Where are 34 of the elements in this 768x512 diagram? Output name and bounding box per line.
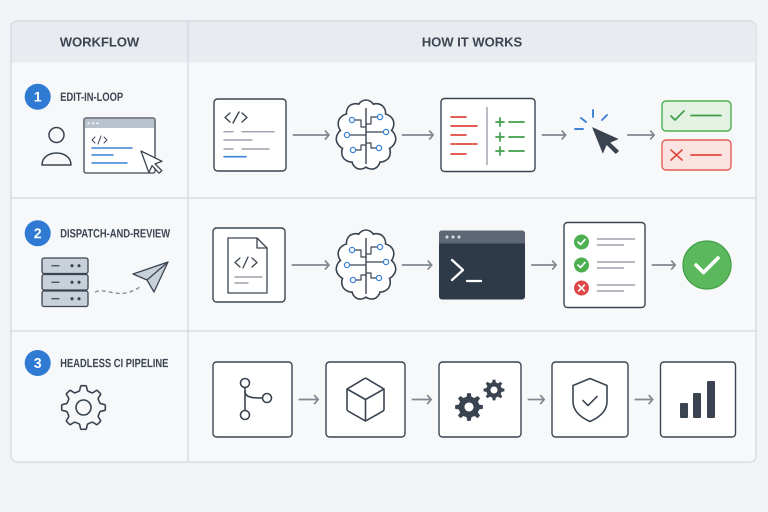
arrow	[292, 130, 330, 140]
arrow	[298, 394, 320, 405]
click-cursor-icon	[574, 109, 619, 154]
brain-icon	[335, 99, 397, 170]
workflow-title: HEADLESS CI PIPELINE	[60, 358, 168, 368]
step-number-badge: 3	[24, 350, 51, 376]
cube-icon	[325, 361, 406, 438]
arrow	[634, 394, 654, 405]
diff-panel-icon	[440, 98, 536, 172]
arrow	[627, 130, 656, 140]
arrow	[531, 260, 558, 270]
arrow	[402, 130, 434, 140]
shield-check-icon	[551, 361, 629, 438]
code-document-icon	[213, 98, 287, 172]
arrow	[412, 394, 432, 405]
terminal-icon	[439, 230, 525, 300]
arrow	[528, 394, 546, 405]
code-file-icon	[212, 227, 286, 303]
step-number-badge: 2	[24, 220, 51, 246]
arrow	[402, 260, 433, 270]
workflow-title: DISPATCH-AND-REVIEW	[60, 229, 170, 238]
gears-icon	[438, 361, 522, 438]
accept-reject-icon	[661, 100, 732, 171]
column-header: WORKFLOW	[12, 22, 188, 62]
step-number-badge: 1	[24, 84, 51, 110]
git-branch-icon	[212, 361, 293, 438]
arrow	[652, 260, 676, 270]
arrow	[292, 260, 330, 270]
check-circle-icon	[682, 240, 732, 290]
brain-icon	[335, 229, 397, 300]
arrow	[542, 130, 567, 140]
workflow-title: EDIT-IN-LOOP	[60, 92, 123, 101]
bar-chart-icon	[660, 361, 736, 438]
checklist-icon	[563, 222, 646, 308]
